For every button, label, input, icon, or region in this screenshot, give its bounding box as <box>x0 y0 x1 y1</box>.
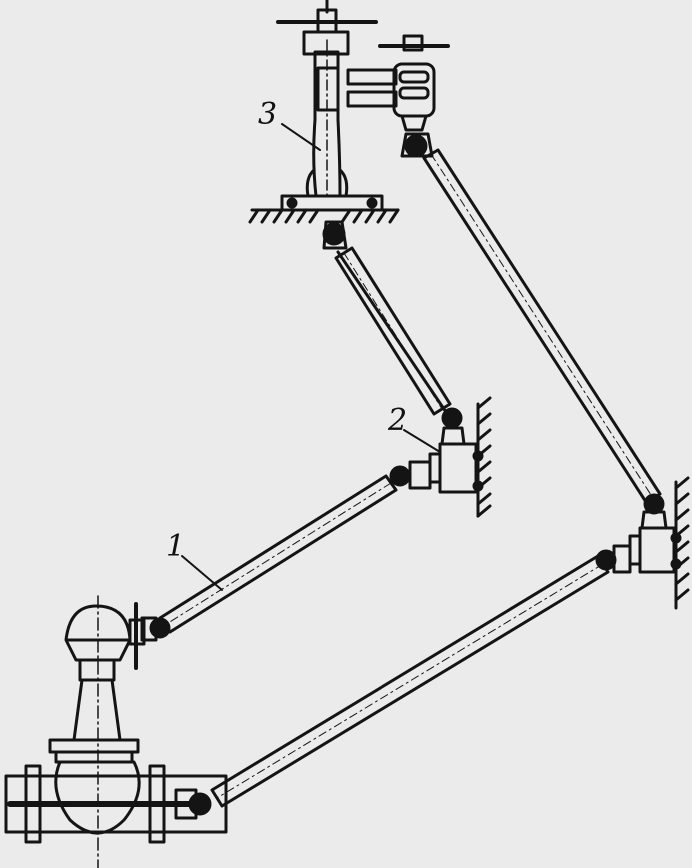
column-gear-box <box>378 34 450 132</box>
shaft-gearbox-to-right-bearing <box>422 148 662 504</box>
callout-label-2: 2 <box>387 403 407 438</box>
column-handwheel <box>276 0 378 34</box>
intermediate-bearing-2 <box>389 396 492 518</box>
shaft-right-bearing-to-valve <box>210 554 610 808</box>
floor-base-plate <box>248 194 400 224</box>
shaft-column-to-bearing <box>334 246 452 416</box>
leader-line-2 <box>403 429 441 453</box>
gearbox-universal-joint <box>400 132 434 158</box>
callout-label-1: 1 <box>166 529 185 564</box>
valve-assembly <box>4 595 228 868</box>
shaft-pump-drive <box>158 474 398 634</box>
control-column-assembly <box>248 0 450 250</box>
column-universal-joint <box>322 220 348 250</box>
callout-label-3: 3 <box>258 97 277 132</box>
right-bearing <box>595 476 690 610</box>
leader-line-1 <box>181 555 223 591</box>
valve-handwheel <box>128 602 146 670</box>
leader-line-3 <box>281 123 321 151</box>
